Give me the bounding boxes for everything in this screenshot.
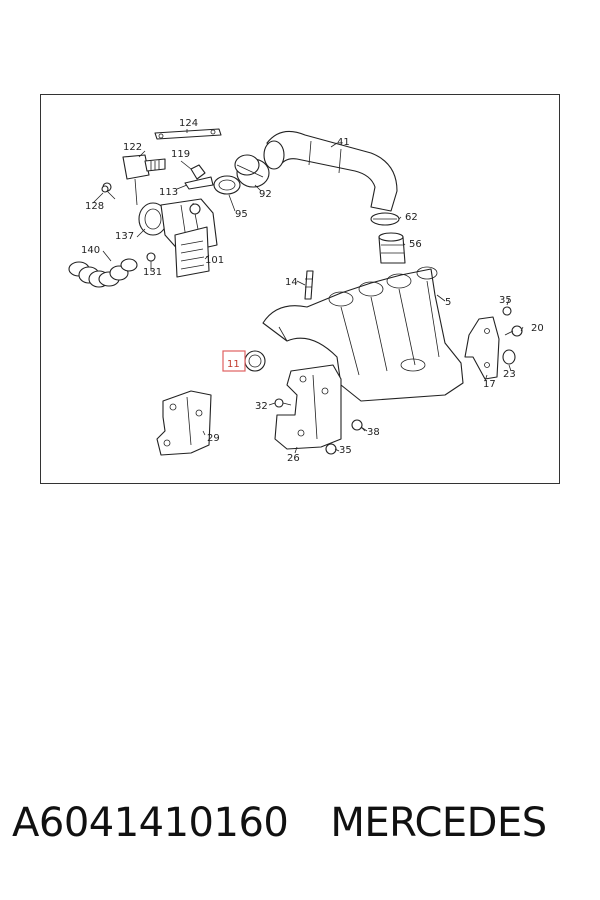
label-128: 128 bbox=[85, 201, 104, 212]
label-124: 124 bbox=[179, 118, 198, 129]
brand-name: MERCEDES bbox=[330, 800, 547, 846]
label-41: 41 bbox=[337, 137, 350, 148]
part-20-bolt bbox=[504, 325, 523, 337]
exploded-parts-diagram: 124 122 119 41 113 92 128 95 62 137 56 1… bbox=[68, 118, 544, 464]
label-35-bottom: 35 bbox=[339, 445, 352, 456]
part-56-coupling bbox=[378, 232, 406, 264]
label-95: 95 bbox=[235, 209, 248, 220]
part-number: A6041410160 bbox=[12, 800, 289, 846]
label-137: 137 bbox=[115, 231, 134, 242]
label-101: 101 bbox=[205, 255, 224, 266]
part-41-air-duct bbox=[263, 130, 398, 212]
label-17: 17 bbox=[483, 379, 496, 390]
part-5-intake-manifold bbox=[262, 266, 464, 402]
part-119-113-clip bbox=[184, 164, 214, 190]
highlight-box-11 bbox=[222, 350, 246, 372]
label-122: 122 bbox=[123, 142, 142, 153]
part-95-clamp bbox=[213, 175, 241, 195]
label-56: 56 bbox=[409, 239, 422, 250]
part-caption: A6041410160 MERCEDES bbox=[12, 800, 592, 860]
part-128-bolt bbox=[101, 185, 116, 200]
part-14-stud bbox=[304, 270, 314, 300]
label-26: 26 bbox=[287, 453, 300, 464]
part-labels: 124 122 119 41 113 92 128 95 62 137 56 1… bbox=[81, 118, 544, 464]
label-35-top: 35 bbox=[499, 295, 512, 306]
label-14: 14 bbox=[285, 277, 298, 288]
part-11-gasket bbox=[222, 350, 266, 372]
leader-lines bbox=[92, 129, 524, 454]
label-11: 11 bbox=[227, 359, 240, 370]
part-23-grommet bbox=[502, 349, 516, 365]
label-20: 20 bbox=[531, 323, 544, 334]
part-101-housing bbox=[174, 226, 210, 278]
part-92-hose bbox=[234, 154, 270, 188]
part-62-clamp bbox=[370, 212, 400, 226]
label-119: 119 bbox=[171, 149, 190, 160]
part-38-bolt bbox=[351, 419, 368, 432]
part-131-bolt bbox=[146, 252, 156, 267]
label-23: 23 bbox=[503, 369, 516, 380]
part-35-nut-bottom bbox=[325, 443, 337, 455]
parts-diagram-frame: 124 122 119 41 113 92 128 95 62 137 56 1… bbox=[40, 94, 560, 484]
part-17-bracket bbox=[464, 316, 500, 380]
label-5: 5 bbox=[445, 297, 451, 308]
part-35-nut bbox=[502, 306, 512, 316]
label-62: 62 bbox=[405, 212, 418, 223]
part-124-bracket bbox=[154, 128, 222, 140]
label-32: 32 bbox=[255, 401, 268, 412]
label-140: 140 bbox=[81, 245, 100, 256]
label-29: 29 bbox=[207, 433, 220, 444]
label-131: 131 bbox=[143, 267, 162, 278]
part-140-bellows bbox=[68, 258, 138, 288]
label-113: 113 bbox=[159, 187, 178, 198]
label-92: 92 bbox=[259, 189, 272, 200]
label-38: 38 bbox=[367, 427, 380, 438]
part-29-bracket bbox=[156, 390, 212, 456]
part-32-bolt bbox=[274, 398, 292, 408]
part-26-support-bracket bbox=[274, 364, 342, 450]
part-122-actuator bbox=[102, 154, 166, 206]
